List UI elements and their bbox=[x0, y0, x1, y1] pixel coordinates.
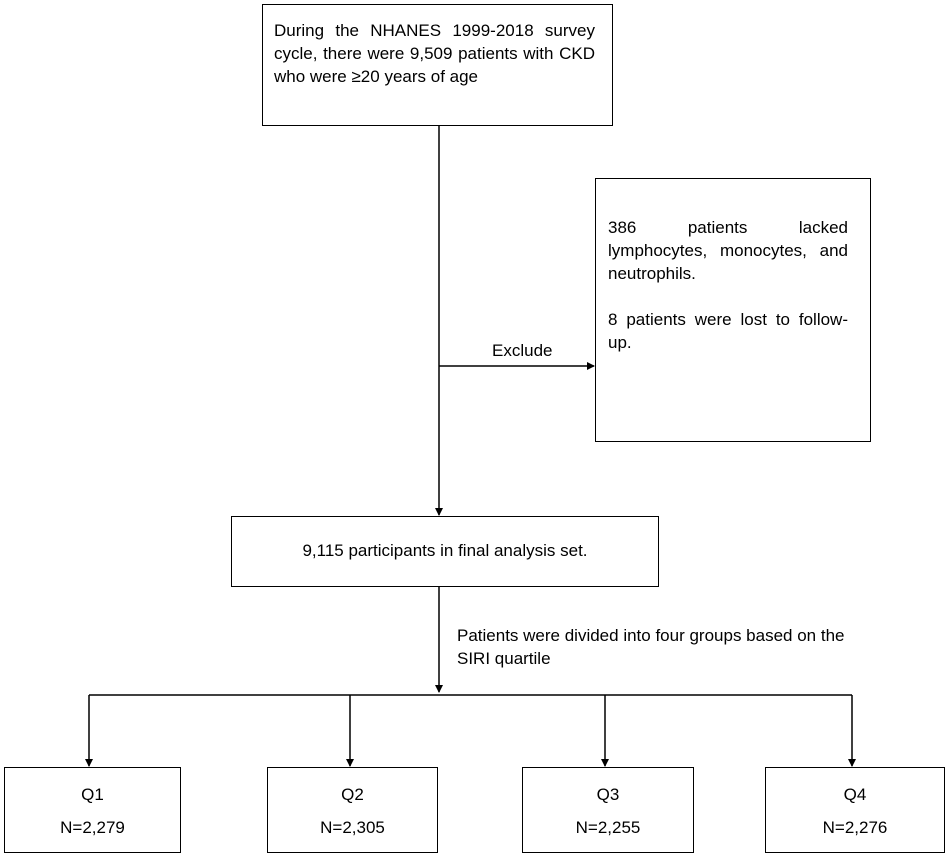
group-box-q4: Q4 N=2,276 bbox=[765, 767, 945, 853]
group-box-q3: Q3 N=2,255 bbox=[522, 767, 694, 853]
start-box-text: During the NHANES 1999-2018 survey cycle… bbox=[274, 21, 595, 86]
start-box: During the NHANES 1999-2018 survey cycle… bbox=[262, 4, 613, 126]
group-box-q2: Q2 N=2,305 bbox=[267, 767, 438, 853]
exclude-label: Exclude bbox=[492, 341, 553, 360]
exclusion-reason-1: 386 patients lacked lymphocytes, monocyt… bbox=[608, 218, 848, 283]
final-analysis-box: 9,115 participants in final analysis set… bbox=[231, 516, 659, 587]
group-name: Q4 bbox=[843, 785, 867, 804]
group-count: N=2,305 bbox=[320, 818, 385, 837]
group-box-q1: Q1 N=2,279 bbox=[4, 767, 181, 853]
group-count: N=2,276 bbox=[822, 818, 888, 837]
group-name: Q2 bbox=[341, 785, 364, 804]
exclusion-reason-2: 8 patients were lost to follow-up. bbox=[608, 310, 848, 352]
group-count: N=2,255 bbox=[575, 818, 641, 837]
final-analysis-text: 9,115 participants in final analysis set… bbox=[302, 541, 588, 560]
group-count: N=2,279 bbox=[60, 818, 125, 837]
group-name: Q1 bbox=[81, 785, 104, 804]
exclusion-box: 386 patients lacked lymphocytes, monocyt… bbox=[595, 178, 871, 442]
group-name: Q3 bbox=[596, 785, 620, 804]
division-label: Patients were divided into four groups b… bbox=[457, 626, 845, 668]
